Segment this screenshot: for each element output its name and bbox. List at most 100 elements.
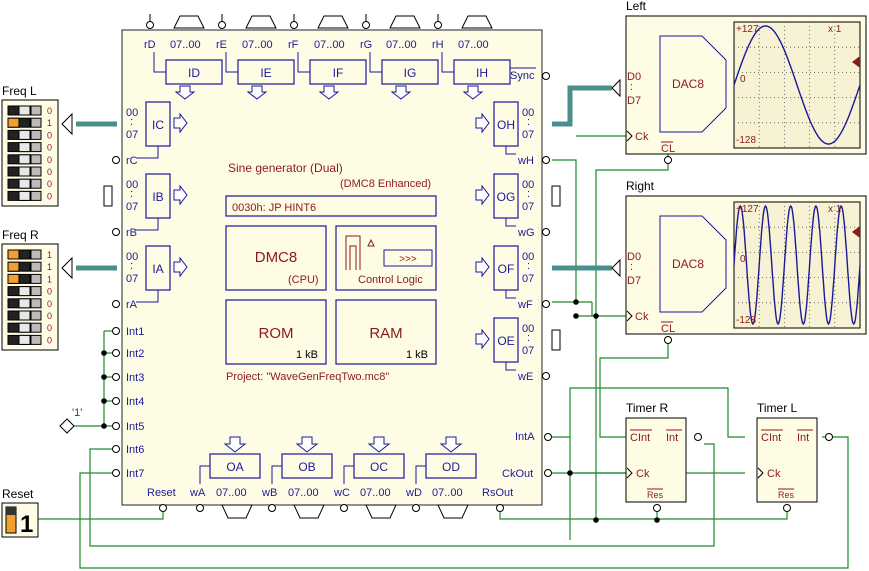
scope-right: Right D0 : D7 Ck CL DAC8 +127 0 -128 x 1 [611, 179, 867, 344]
switch-row[interactable]: 0 [7, 142, 52, 153]
switch-row[interactable]: 0 [7, 129, 52, 140]
svg-text:OB: OB [298, 460, 315, 474]
switch-row[interactable]: 1 [7, 273, 52, 284]
port-box [493, 317, 519, 363]
svg-text:07: 07 [126, 273, 138, 285]
switch-row[interactable]: 0 [7, 298, 52, 309]
arrow-down-icon [439, 436, 463, 453]
bus-r-label: rG [360, 39, 372, 51]
svg-text:wB: wB [261, 487, 277, 499]
switch-bit: 1 [47, 262, 52, 272]
switch-bit: 0 [47, 299, 52, 309]
svg-text:+127: +127 [736, 204, 759, 215]
register-label: IG [404, 66, 417, 80]
timer-l: Timer L CInt Int Ck Res [756, 401, 833, 512]
bus-range-label: 07..00 [242, 39, 273, 51]
svg-text::: : [130, 260, 133, 272]
diagram-title: Sine generator (Dual) [228, 161, 343, 175]
inta-label: IntA [515, 431, 535, 443]
right-ports: OH 00 : 07 wH OG 00 : 07 wG OF 00 : 07 [475, 101, 561, 383]
svg-text:CInt: CInt [761, 432, 781, 444]
svg-text:Int: Int [797, 432, 809, 444]
switch-row[interactable]: 1 [7, 249, 52, 260]
left-ports: 00 : 07 IC rC 00 : 07 IB rB 00 : 07 [61, 101, 188, 311]
freq-r-label: Freq R [2, 228, 39, 242]
timer-label: Timer L [757, 401, 798, 415]
svg-text:wG: wG [517, 227, 535, 239]
svg-text:Int: Int [666, 432, 678, 444]
switch-row[interactable]: 1 [7, 261, 52, 272]
port-label: IC [152, 118, 164, 132]
svg-text:00: 00 [522, 323, 534, 335]
svg-text:OC: OC [370, 460, 388, 474]
svg-text:-128: -128 [736, 315, 756, 326]
svg-text:07..00: 07..00 [360, 487, 391, 499]
control-logic-label: Control Logic [358, 274, 423, 286]
diagram-subtitle: (DMC8 Enhanced) [340, 178, 431, 190]
main-chip [121, 29, 543, 506]
port-label: OE [497, 334, 514, 348]
reset-label: Reset [2, 487, 34, 501]
bus-range-label: 07..00 [458, 39, 489, 51]
data-buses [76, 85, 612, 271]
switch-row[interactable]: 0 [7, 190, 52, 201]
instruction-display [225, 195, 437, 217]
sync-pin [542, 72, 550, 80]
register-label: IE [260, 66, 271, 80]
svg-text:07..00: 07..00 [288, 487, 319, 499]
svg-text:Ck: Ck [635, 131, 649, 143]
svg-text:wE: wE [517, 371, 533, 383]
arrow-right-icon [475, 256, 490, 278]
control-logic-block [335, 225, 437, 291]
svg-text:DAC8: DAC8 [672, 257, 704, 271]
switch-row[interactable]: 0 [7, 166, 52, 177]
switch-bit: 1 [47, 118, 52, 128]
sync-label: Sync [510, 70, 535, 82]
junctions [101, 299, 660, 523]
switch-row[interactable]: 0 [7, 178, 52, 189]
switch-row[interactable]: 0 [7, 154, 52, 165]
svg-text::: : [630, 261, 633, 273]
svg-text:Ck: Ck [636, 468, 650, 480]
rom-block [225, 299, 327, 365]
switch-row[interactable]: 1 [7, 117, 52, 128]
switch-bit: 0 [47, 143, 52, 153]
svg-text:07: 07 [522, 345, 534, 357]
arrow-down-icon [318, 85, 340, 100]
svg-text:rC: rC [126, 155, 138, 167]
switch-bit: 1 [47, 274, 52, 284]
register-label: ID [188, 66, 200, 80]
switch-bit: 0 [47, 323, 52, 333]
switch-bit: 0 [47, 335, 52, 345]
svg-text:D0: D0 [627, 71, 641, 83]
svg-text:RsOut: RsOut [482, 487, 513, 499]
svg-text:0: 0 [740, 254, 746, 265]
port-label: OF [498, 262, 515, 276]
ram-block [335, 299, 437, 365]
svg-text::: : [527, 260, 530, 272]
svg-text:07: 07 [522, 129, 534, 141]
switch-row[interactable]: 0 [7, 334, 52, 345]
svg-text::: : [630, 81, 633, 93]
svg-text:07: 07 [522, 273, 534, 285]
svg-text:-128: -128 [736, 135, 756, 146]
svg-text:00: 00 [522, 251, 534, 263]
scope-label: Left [626, 0, 647, 13]
switch-row[interactable]: 0 [7, 322, 52, 333]
switch-row[interactable]: 0 [7, 286, 52, 297]
bus-r-label: rE [216, 39, 227, 51]
arrow-right-icon [475, 184, 490, 206]
svg-text::: : [130, 116, 133, 128]
reset-button[interactable]: Reset 1 [1, 487, 39, 538]
freq-l-label: Freq L [2, 84, 37, 98]
svg-text:x 1: x 1 [828, 204, 842, 215]
bus-r-label: rF [288, 39, 299, 51]
switch-row[interactable]: 0 [7, 310, 52, 321]
register-label: IH [476, 66, 488, 80]
svg-text:DAC8: DAC8 [672, 77, 704, 91]
arrow-right-icon [173, 112, 188, 134]
svg-text:07: 07 [126, 129, 138, 141]
switch-row[interactable]: 0 [7, 105, 52, 116]
